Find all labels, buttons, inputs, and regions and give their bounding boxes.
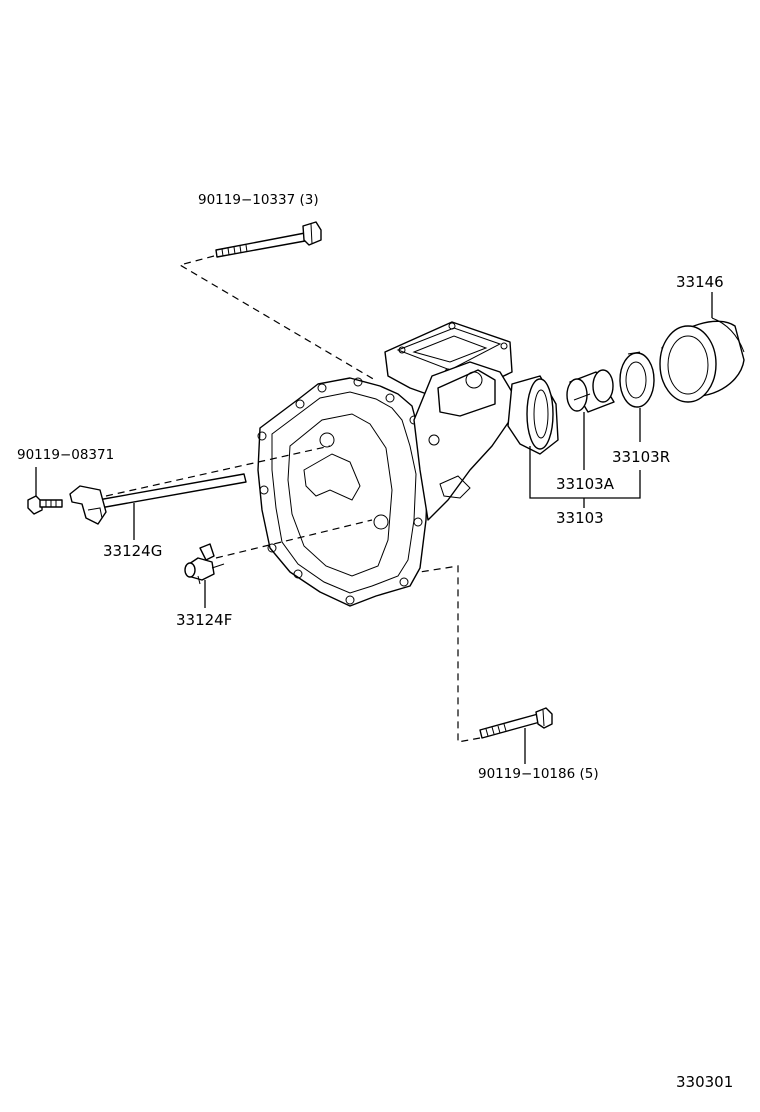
- transmission-extension-housing: [257, 321, 559, 607]
- label-33103A: 33103A: [556, 475, 615, 493]
- label-bolt-top: 90119−10337 (3): [198, 192, 319, 208]
- label-bolt-bottom: 90119−10186 (5): [478, 766, 599, 782]
- bracket-33103: [529, 446, 641, 499]
- label-ref-code: 330301: [676, 1073, 733, 1091]
- leader-bolt-bottom: [419, 565, 481, 743]
- part-33103A: [566, 369, 615, 413]
- leader-rod-to-housing: [105, 445, 331, 497]
- label-33103R: 33103R: [612, 448, 670, 466]
- part-33124G: [69, 473, 247, 525]
- leader-bolt-top: [178, 255, 376, 381]
- leader-fitting-to-housing: [215, 519, 373, 559]
- label-33146: 33146: [676, 273, 724, 291]
- bolt-bottom: [479, 707, 553, 739]
- label-bolt-left: 90119−08371: [17, 447, 114, 463]
- bolt-left: [27, 495, 63, 515]
- bolt-top: [215, 221, 322, 258]
- label-33124F: 33124F: [176, 611, 232, 629]
- part-33103R: [619, 351, 655, 408]
- label-33124G: 33124G: [103, 542, 162, 560]
- part-33146: [659, 317, 745, 403]
- label-33103: 33103: [556, 509, 604, 527]
- part-33124F: [184, 543, 225, 585]
